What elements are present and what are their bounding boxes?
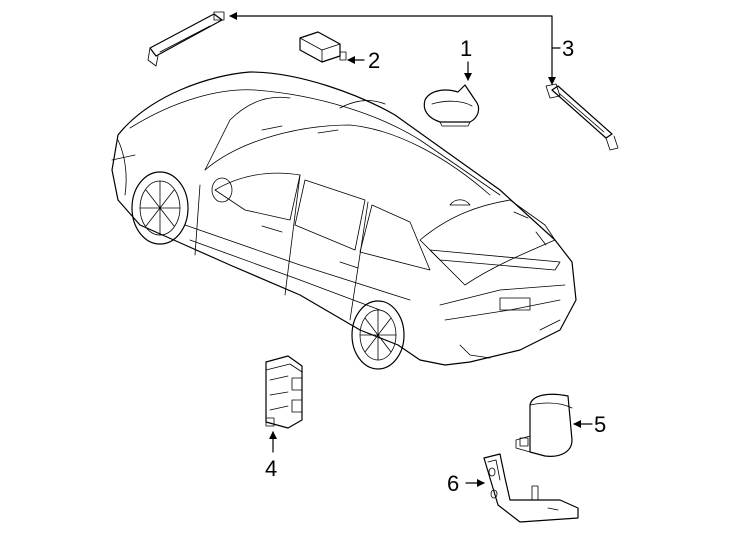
callout-1: 1	[460, 36, 472, 61]
callout-4: 4	[265, 456, 277, 481]
part-3-antenna-bar-left	[147, 11, 225, 67]
part-4-module-bracket	[265, 355, 303, 429]
part-6-mounting-bracket	[483, 453, 579, 523]
rear-wheel	[351, 300, 405, 370]
vehicle-illustration	[111, 71, 577, 370]
front-wheel	[131, 171, 189, 245]
leader-lines	[229, 12, 593, 487]
leader-3-top	[229, 12, 553, 49]
callout-6: 6	[447, 471, 459, 496]
callout-2: 2	[368, 48, 380, 73]
part-3-antenna-bar-right	[545, 83, 619, 151]
callout-5: 5	[594, 412, 606, 437]
part-5-sensor-module	[515, 393, 573, 457]
part-1-roof-antenna	[423, 84, 480, 127]
callout-3: 3	[562, 36, 574, 61]
part-2-control-module	[299, 31, 347, 63]
